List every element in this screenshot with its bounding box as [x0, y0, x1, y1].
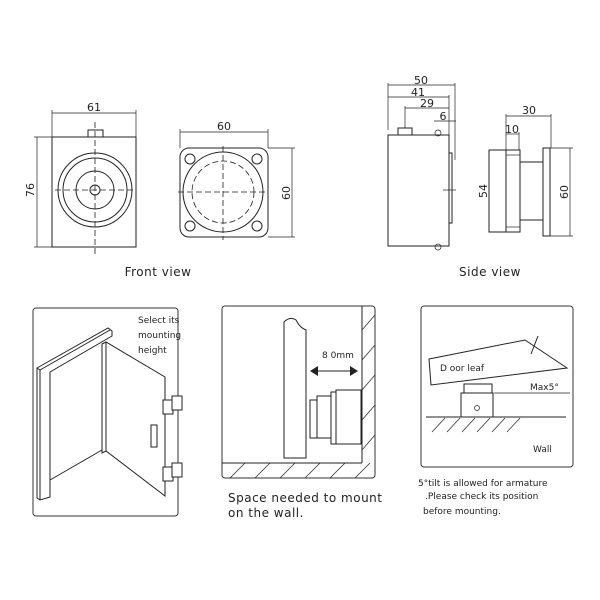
space-caption-2: on the wall. [228, 506, 304, 520]
dim-29: 29 [420, 97, 434, 110]
space-caption-1: Space needed to mount [228, 491, 383, 505]
front-view-label: Front view [125, 265, 192, 279]
tilt-caption-2: .Please check its position [425, 492, 538, 502]
dim-10: 10 [505, 123, 519, 136]
front-view-armature: 60 60 [178, 120, 295, 240]
mounting-height-line-2: mounting [138, 331, 181, 341]
panel-mounting-height: Select its mounting height [32, 307, 183, 517]
dim-61: 61 [87, 101, 101, 114]
side-view-armature: 30 10 54 60 [477, 104, 573, 237]
front-view-magnet: 61 76 [24, 101, 137, 255]
tilt-caption-1: 5°tilt is allowed for armature [418, 479, 548, 489]
distance-80mm: 8 0mm [322, 351, 354, 361]
dim-54: 54 [477, 184, 490, 198]
dim-60-side: 60 [558, 185, 571, 199]
dim-30: 30 [522, 104, 536, 117]
side-view-label: Side view [459, 265, 521, 279]
dim-76: 76 [24, 183, 37, 197]
dim-6: 6 [440, 110, 447, 123]
mounting-height-line-3: height [138, 346, 167, 356]
panel-tilt: D oor leaf Max5° Wall [420, 305, 574, 468]
dim-41: 41 [411, 86, 425, 99]
dim-50: 50 [414, 74, 428, 87]
door-leaf-label: D oor leaf [440, 364, 485, 374]
max-angle-label: Max5° [530, 383, 559, 393]
mounting-height-line-1: Select its [138, 316, 180, 326]
dim-60-width: 60 [217, 120, 231, 133]
tilt-caption-3: before mounting. [423, 507, 501, 517]
panel-wall-space: 8 0mm [221, 305, 376, 479]
side-view-magnet: 50 41 29 6 [387, 74, 456, 251]
dim-60-height: 60 [280, 186, 293, 200]
wall-label: Wall [533, 445, 552, 455]
